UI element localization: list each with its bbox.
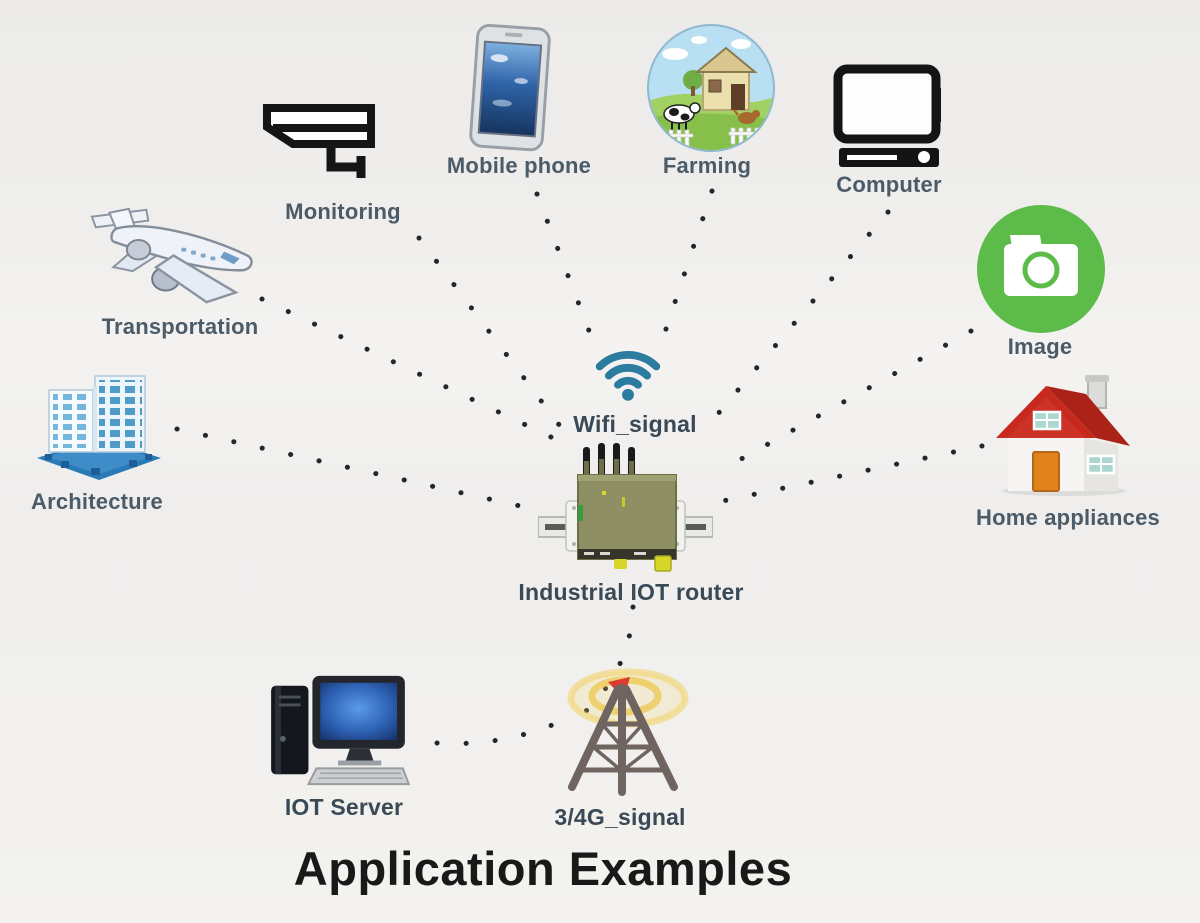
farm-scene-icon	[647, 24, 775, 152]
wifi-signal-icon	[595, 350, 661, 401]
wifi-signal-label: Wifi_signal	[573, 411, 697, 437]
connector-home-appliances-to-router	[715, 443, 985, 505]
node-image-label: Image	[1007, 334, 1073, 359]
node-mobile-phone-label: Mobile phone	[446, 153, 592, 178]
node-computer-label: Computer	[836, 172, 942, 197]
connector-image-to-router	[731, 328, 974, 466]
node-architecture	[33, 362, 165, 484]
connector-farming-to-router	[656, 188, 715, 353]
node-transportation	[88, 200, 263, 314]
office-buildings-icon	[37, 375, 161, 480]
node-computer	[833, 64, 945, 168]
connector-iot-server-to-cell-tower	[434, 720, 560, 747]
industrial-iot-router-label: Industrial IOT router	[518, 579, 744, 605]
cell-tower-icon	[567, 668, 689, 796]
node-image	[974, 202, 1108, 336]
node-architecture-label: Architecture	[31, 489, 163, 514]
airplane-icon	[90, 207, 253, 304]
wifi-signal	[584, 340, 672, 404]
industrial-iot-router-icon	[538, 443, 713, 572]
node-iot-server	[262, 670, 412, 790]
node-iot-server-label: IOT Server	[284, 794, 404, 820]
smartphone-icon	[469, 23, 551, 152]
connector-mobile-phone-to-router	[534, 191, 594, 339]
node-cell-tower	[548, 658, 698, 803]
node-mobile-phone	[460, 21, 559, 155]
node-home-appliances-label: Home appliances	[976, 505, 1160, 530]
house-icon	[996, 375, 1130, 496]
desktop-computer-icon	[833, 64, 941, 167]
node-farming	[645, 22, 777, 154]
node-monitoring-label: Monitoring	[285, 199, 401, 224]
node-cell-tower-label: 3/4G_signal	[554, 804, 686, 830]
connector-architecture-to-router	[174, 426, 541, 513]
connector-transportation-to-router	[259, 296, 554, 440]
node-monitoring	[253, 100, 383, 192]
cctv-camera-icon	[263, 104, 375, 178]
diagram-title: Application Examples	[293, 842, 793, 895]
connector-monitoring-to-router	[416, 235, 563, 429]
node-farming-label: Farming	[662, 153, 752, 178]
node-transportation-label: Transportation	[101, 314, 259, 339]
camera-badge-icon	[977, 205, 1105, 333]
node-home-appliances	[988, 372, 1133, 497]
industrial-iot-router	[538, 441, 713, 573]
server-workstation-icon	[271, 675, 411, 786]
connector-computer-to-router	[703, 209, 891, 431]
